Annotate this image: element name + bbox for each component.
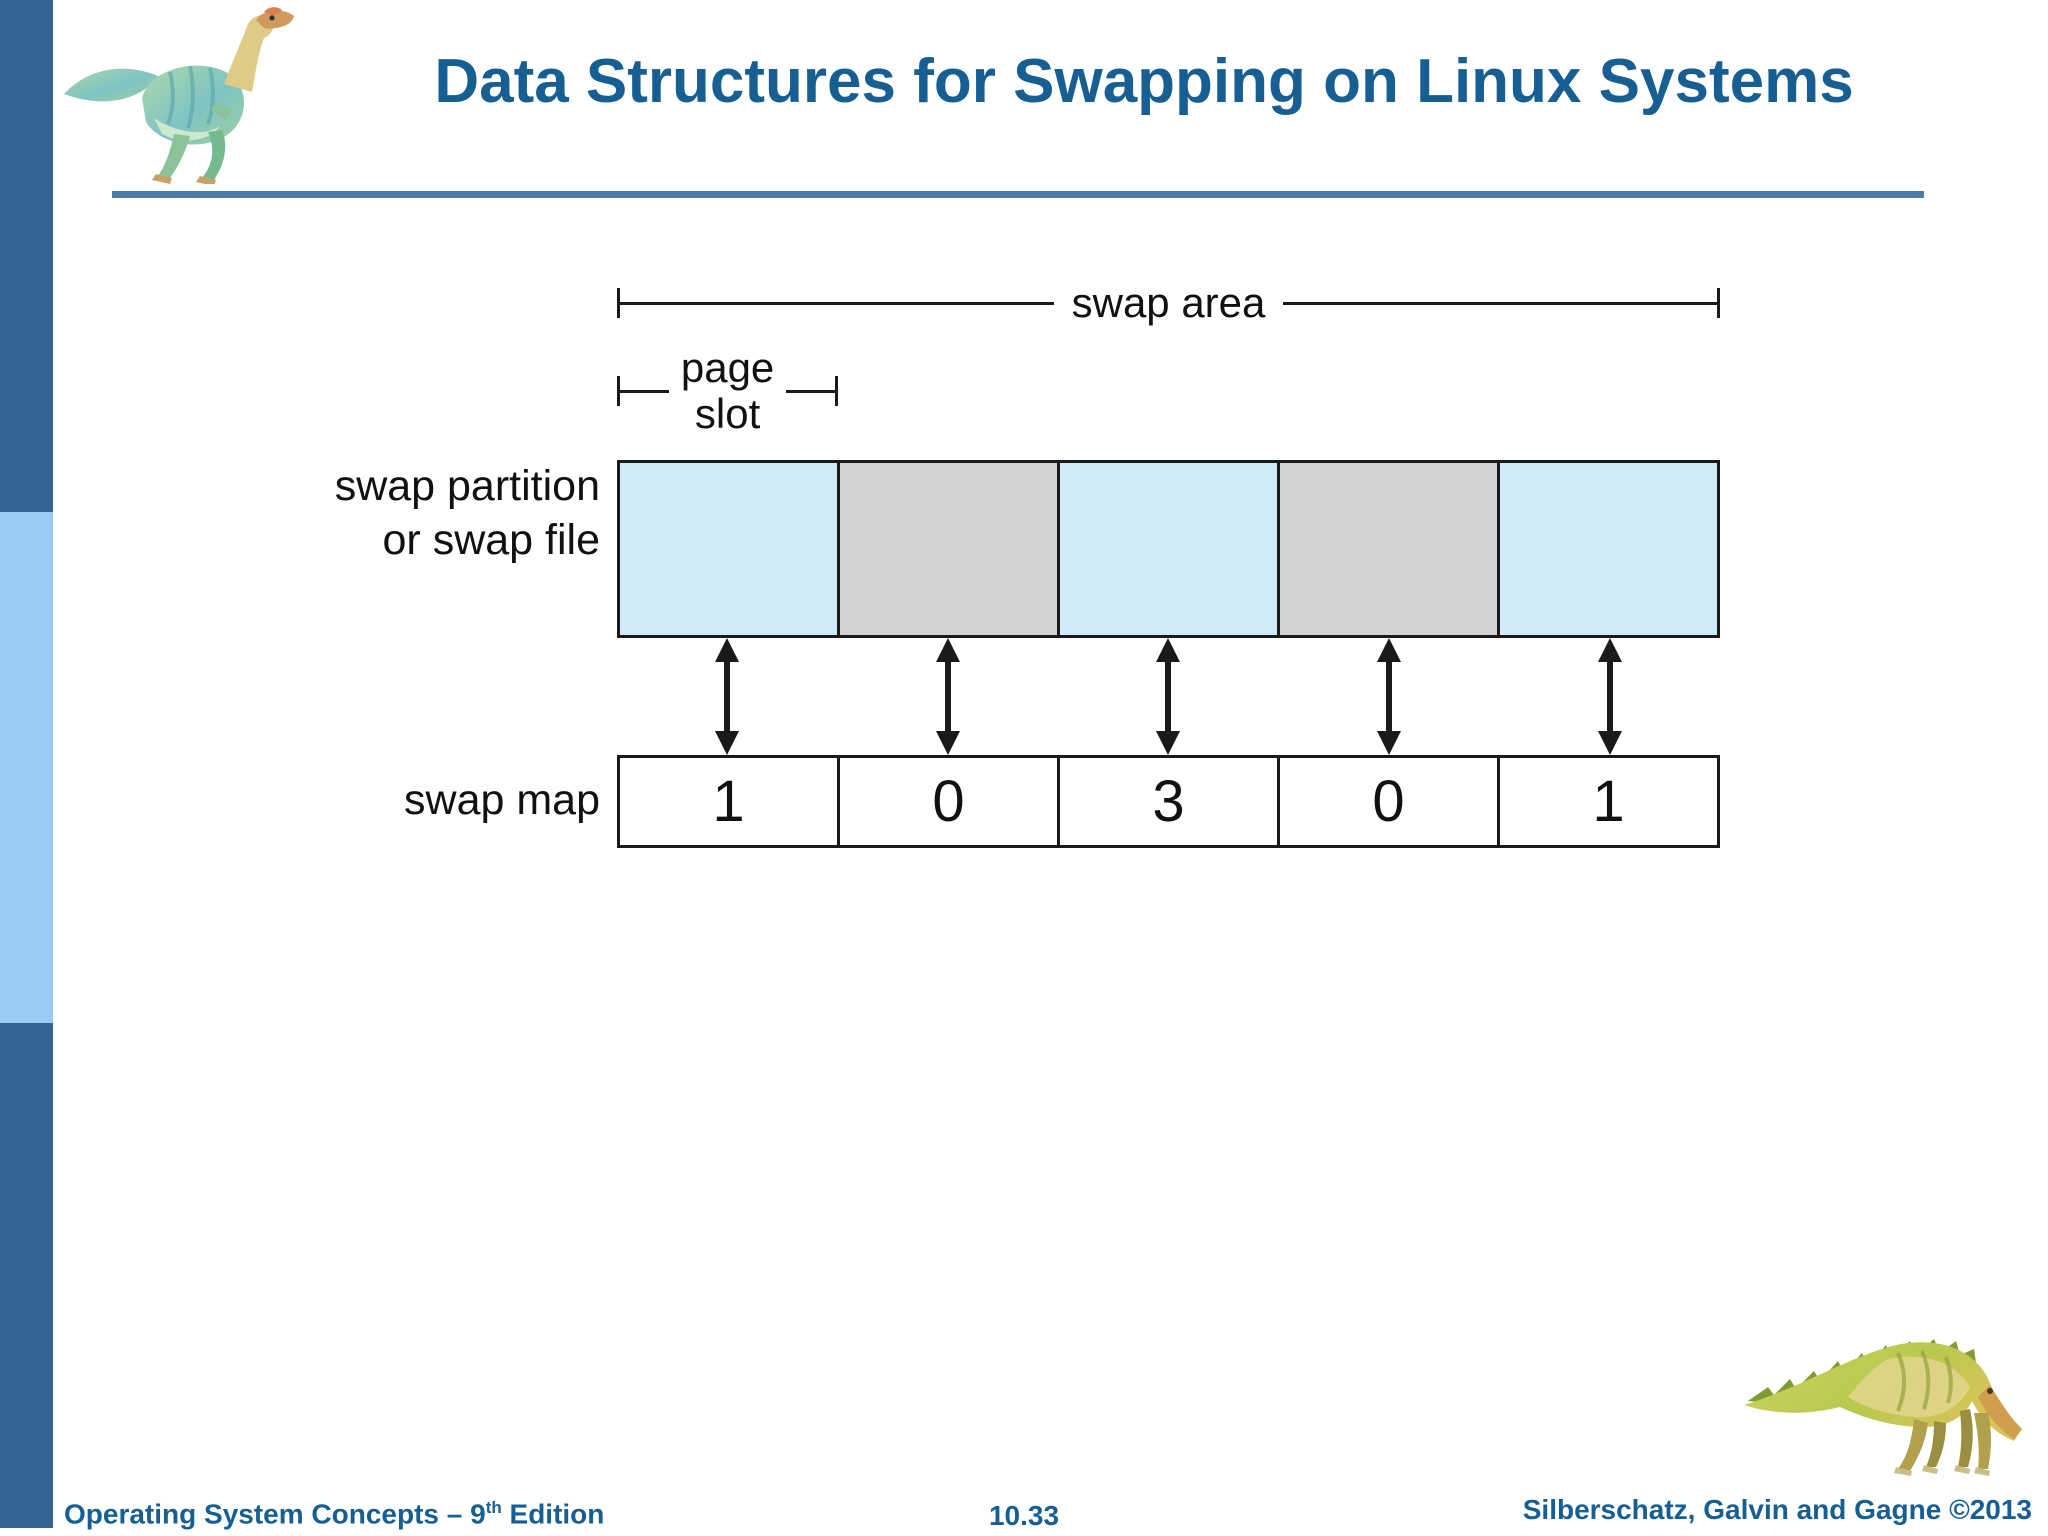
- dinosaur-logo-icon: [64, 7, 294, 184]
- swap-map-cell: 1: [712, 769, 745, 834]
- dinosaur-logo-icon: [1744, 1339, 2022, 1476]
- swap-map-cell: 3: [1057, 758, 1277, 845]
- double-arrow-icon: [1156, 638, 1181, 755]
- page-slot-cell: [620, 463, 837, 635]
- swap-map-cell: 0: [837, 758, 1057, 845]
- double-arrow-icon: [1377, 638, 1402, 755]
- swap-map-label: swap map: [404, 776, 600, 824]
- sidebar-bar-light-segment: [0, 512, 53, 1023]
- bracket-tick-right: [1717, 288, 1720, 318]
- double-arrow-icon: [1597, 638, 1622, 755]
- swap-map-cell: 0: [1277, 758, 1497, 845]
- page-slot-bracket: page slot: [617, 344, 839, 438]
- double-arrow-icon: [715, 638, 740, 755]
- footer-authors: Silberschatz, Galvin and Gagne ©2013: [1522, 1494, 2032, 1525]
- superscript-th: th: [485, 1498, 502, 1517]
- swap-area-bracket: swap area: [617, 282, 1720, 324]
- swap-partition-row: [617, 460, 1720, 638]
- arrow-row: [617, 638, 1720, 755]
- page-slot-cell: [1057, 463, 1277, 635]
- slide-page-number: 10.33: [988, 1500, 1060, 1531]
- swap-map-row: 1 0 3 0 1: [617, 755, 1720, 848]
- bracket-tick-left: [617, 376, 620, 407]
- page-title: Data Structures for Swapping on Linux Sy…: [434, 47, 1854, 116]
- page-slot-label: page slot: [680, 344, 775, 438]
- page-slot-cell: [837, 463, 1057, 635]
- header-divider: [112, 191, 1924, 198]
- double-arrow-icon: [935, 638, 960, 755]
- page-slot-cell: [1277, 463, 1497, 635]
- bracket-tick-left: [617, 288, 620, 318]
- swap-area-label: swap area: [1071, 279, 1266, 326]
- swap-partition-label: swap partition or swap file: [334, 462, 600, 564]
- footer-book-title: Operating System Concepts – 9th Edition: [64, 1498, 605, 1530]
- swap-map-cell: 1: [1497, 758, 1717, 845]
- page-slot-cell: [1497, 463, 1717, 635]
- swap-diagram: swap area page slot: [617, 282, 1720, 848]
- bracket-tick-right: [835, 376, 839, 407]
